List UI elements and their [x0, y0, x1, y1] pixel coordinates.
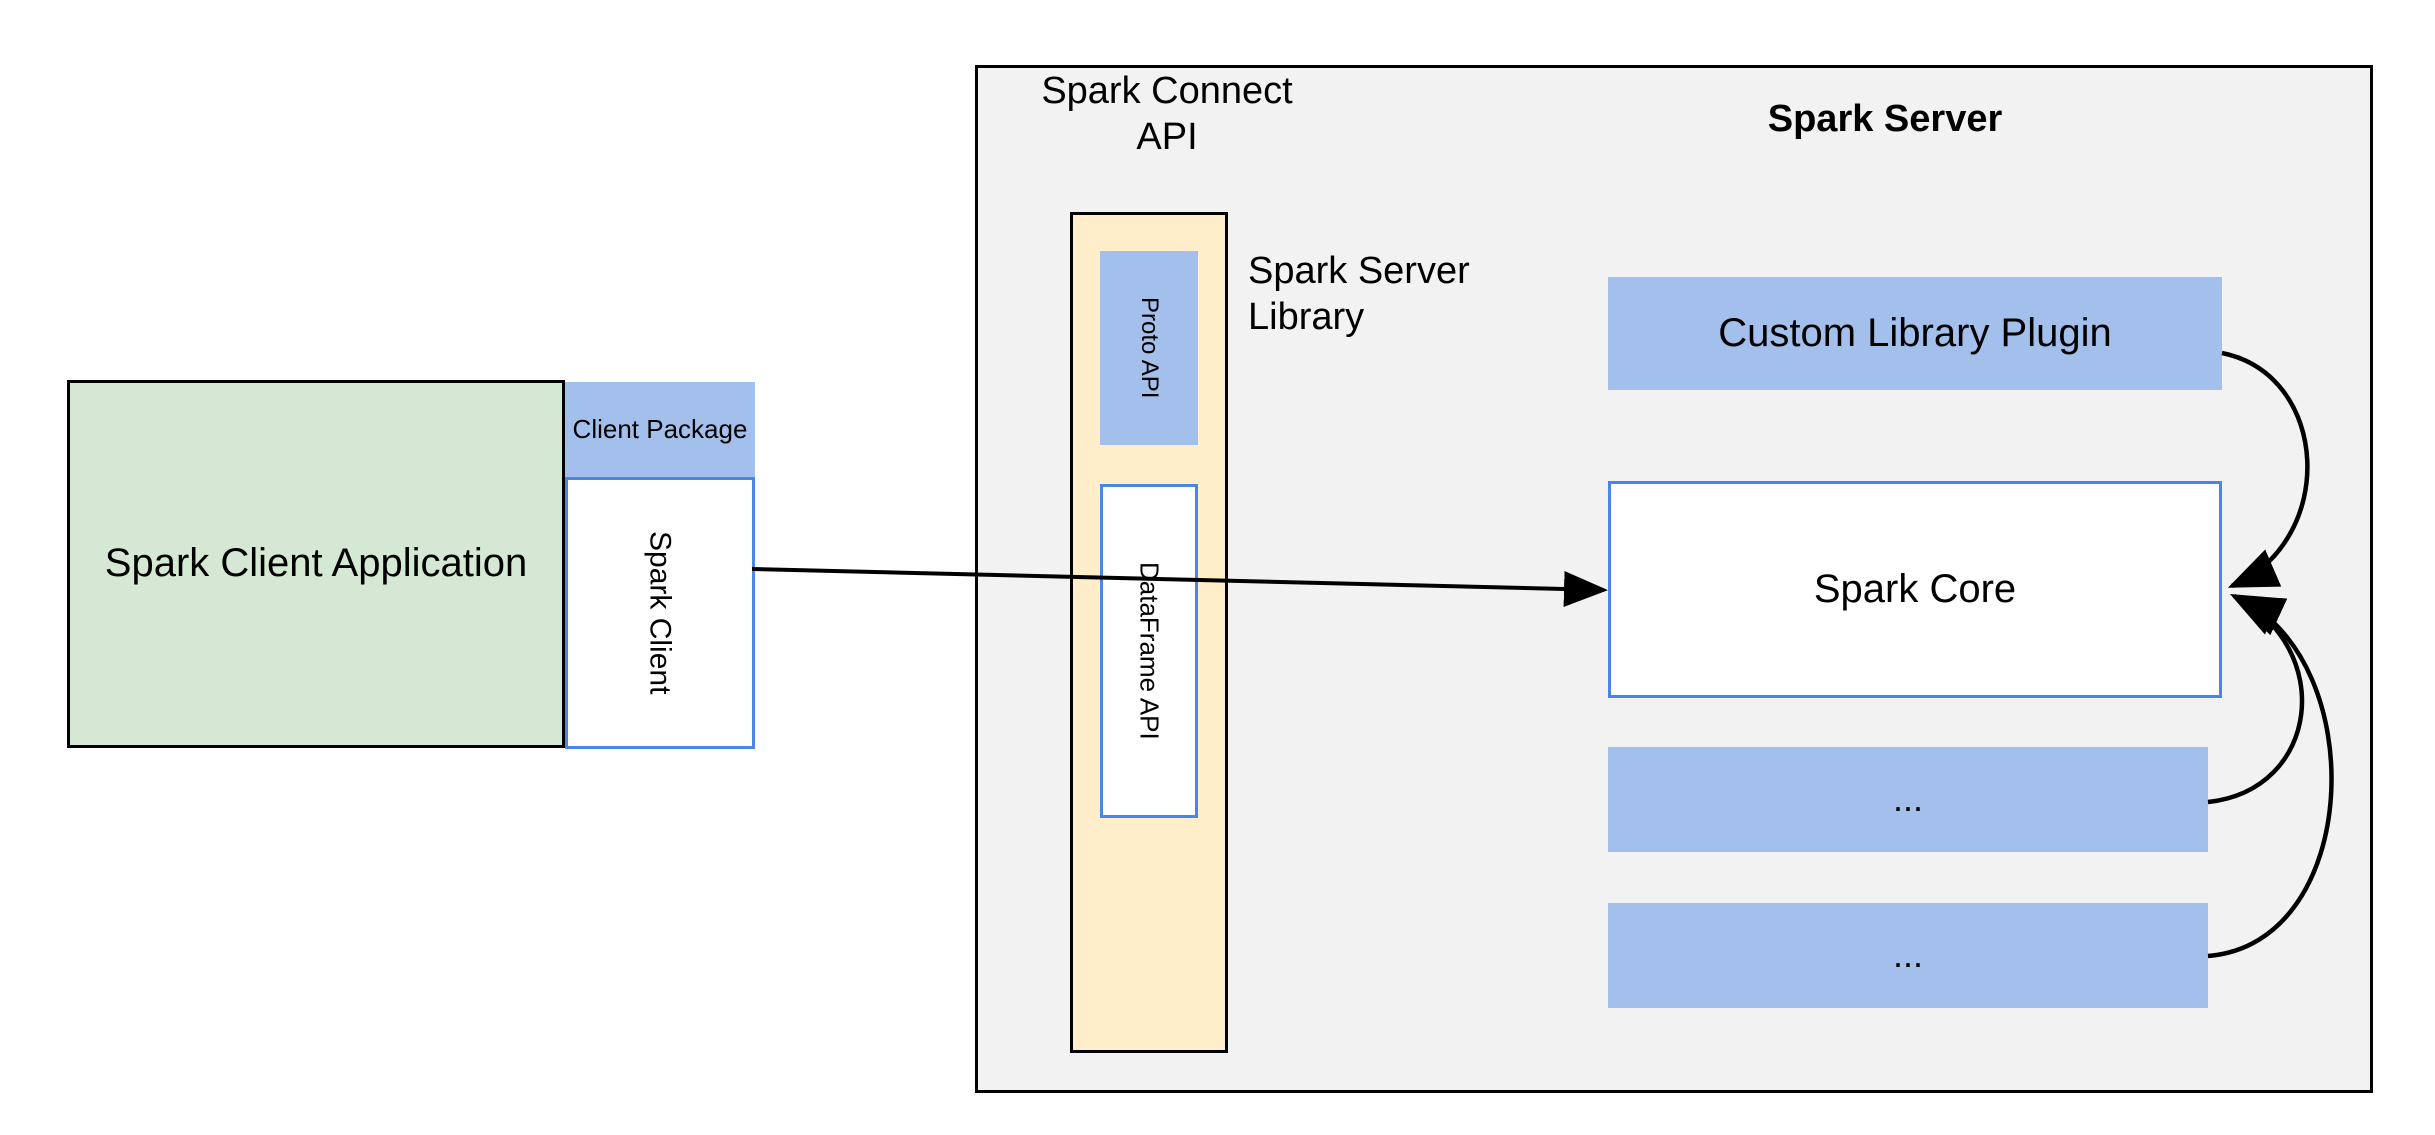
spark-server-library-label: Spark Server Library — [1248, 250, 1470, 339]
ellipsis-1-label: ... — [1892, 778, 1923, 820]
dataframe-api-label: DataFrame API — [1134, 562, 1165, 740]
spark-client-application-box[interactable]: Spark Client Application — [67, 380, 565, 748]
server-component-ellipsis-2[interactable]: ... — [1608, 903, 2208, 1008]
spark-client-box[interactable]: Spark Client — [565, 477, 755, 749]
dataframe-api-box[interactable]: DataFrame API — [1100, 484, 1198, 818]
client-package-label: Client Package — [572, 414, 748, 445]
spark-core-label: Spark Core — [1813, 566, 2017, 611]
ellipsis-2-label: ... — [1892, 934, 1923, 976]
server-component-ellipsis-1[interactable]: ... — [1608, 747, 2208, 852]
proto-api-box[interactable]: Proto API — [1100, 251, 1198, 445]
custom-library-plugin-label: Custom Library Plugin — [1718, 310, 2112, 355]
spark-client-application-label: Spark Client Application — [104, 541, 528, 586]
spark-connect-api-label: Spark Connect API — [1041, 70, 1293, 159]
custom-library-plugin-box[interactable]: Custom Library Plugin — [1608, 277, 2222, 390]
client-package-box[interactable]: Client Package — [565, 382, 755, 477]
proto-api-label: Proto API — [1136, 297, 1164, 399]
spark-client-label: Spark Client — [643, 531, 677, 695]
spark-core-box[interactable]: Spark Core — [1608, 481, 2222, 698]
spark-server-title: Spark Server — [1767, 98, 2003, 140]
